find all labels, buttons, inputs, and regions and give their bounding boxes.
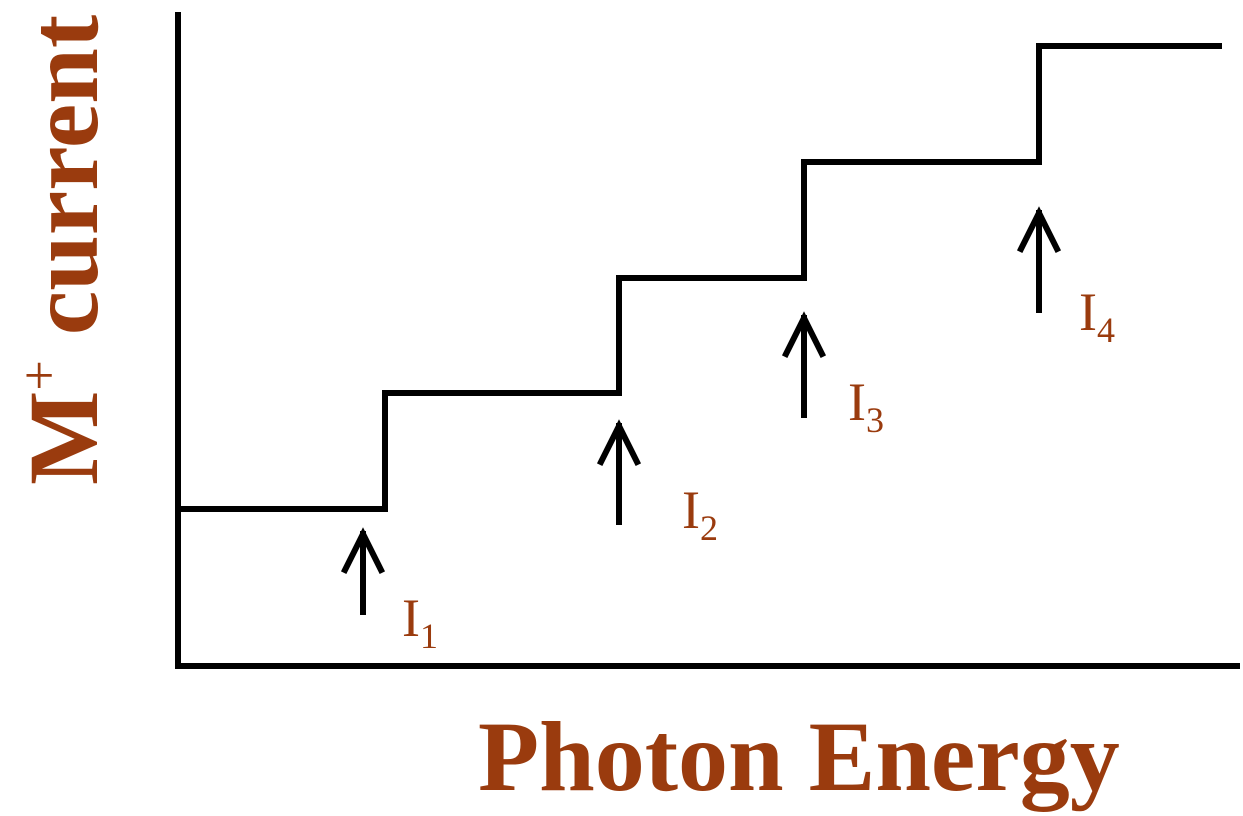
step-curve — [178, 43, 1222, 512]
marker-label-3-sub: 3 — [866, 400, 884, 440]
marker-label-2-sub: 2 — [700, 508, 718, 548]
y-axis-title-rest: current — [8, 15, 119, 360]
marker-label-1: I1 — [402, 588, 438, 656]
marker-label-1-main: I — [402, 588, 420, 648]
x-axis-title: Photon Energy — [478, 701, 1120, 812]
arrow-marker-1 — [340, 527, 386, 615]
y-axis-title-main: M — [8, 391, 119, 485]
y-axis-title-sup: + — [9, 360, 69, 390]
marker-label-1-sub: 1 — [420, 616, 438, 656]
arrow-marker-2 — [596, 419, 642, 525]
marker-label-2-main: I — [682, 480, 700, 540]
marker-label-3: I3 — [848, 372, 884, 440]
marker-label-2: I2 — [682, 480, 718, 548]
y-axis-title: M+ current — [8, 0, 119, 610]
marker-label-4-main: I — [1079, 282, 1097, 342]
marker-label-4-sub: 4 — [1097, 310, 1115, 350]
arrow-marker-3 — [781, 311, 827, 418]
marker-label-4: I4 — [1079, 282, 1115, 350]
marker-label-3-main: I — [848, 372, 866, 432]
arrow-marker-4 — [1016, 206, 1062, 313]
